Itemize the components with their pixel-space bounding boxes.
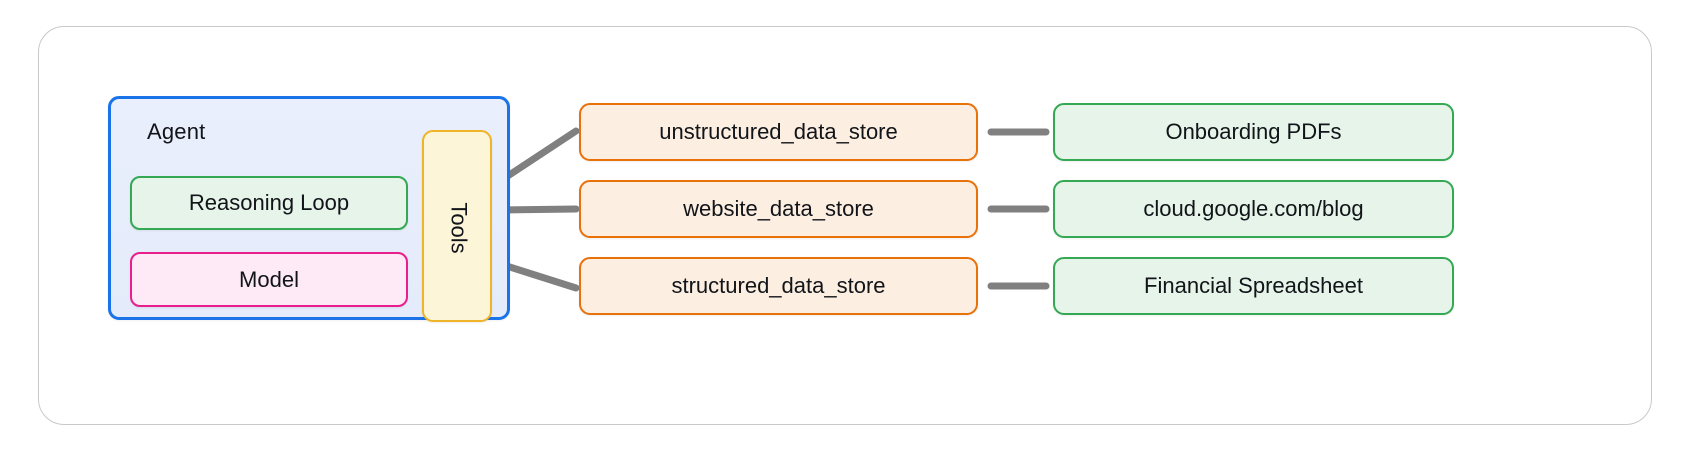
tools-label-wrapper: Tools bbox=[424, 132, 494, 324]
source-financial-spreadsheet[interactable]: Financial Spreadsheet bbox=[1053, 257, 1454, 315]
model-label: Model bbox=[239, 266, 299, 292]
tools-label: Tools bbox=[446, 202, 472, 254]
agent-component-reasoning-loop[interactable]: Reasoning Loop bbox=[130, 176, 408, 230]
data-store-label: structured_data_store bbox=[671, 273, 886, 298]
source-label: Onboarding PDFs bbox=[1165, 119, 1342, 144]
source-label: Financial Spreadsheet bbox=[1144, 273, 1363, 298]
data-store-website[interactable]: website_data_store bbox=[579, 180, 978, 238]
data-store-structured[interactable]: structured_data_store bbox=[579, 257, 978, 315]
data-store-unstructured[interactable]: unstructured_data_store bbox=[579, 103, 978, 161]
agent-component-model[interactable]: Model bbox=[130, 252, 408, 307]
source-label: cloud.google.com/blog bbox=[1143, 196, 1364, 221]
data-store-label: website_data_store bbox=[683, 196, 874, 221]
data-store-label: unstructured_data_store bbox=[659, 119, 898, 144]
source-onboarding-pdfs[interactable]: Onboarding PDFs bbox=[1053, 103, 1454, 161]
source-cloud-google-blog[interactable]: cloud.google.com/blog bbox=[1053, 180, 1454, 238]
reasoning-loop-label: Reasoning Loop bbox=[188, 190, 350, 215]
agent-title: Agent bbox=[147, 119, 206, 144]
agent-tools-box[interactable]: Tools bbox=[422, 130, 492, 322]
